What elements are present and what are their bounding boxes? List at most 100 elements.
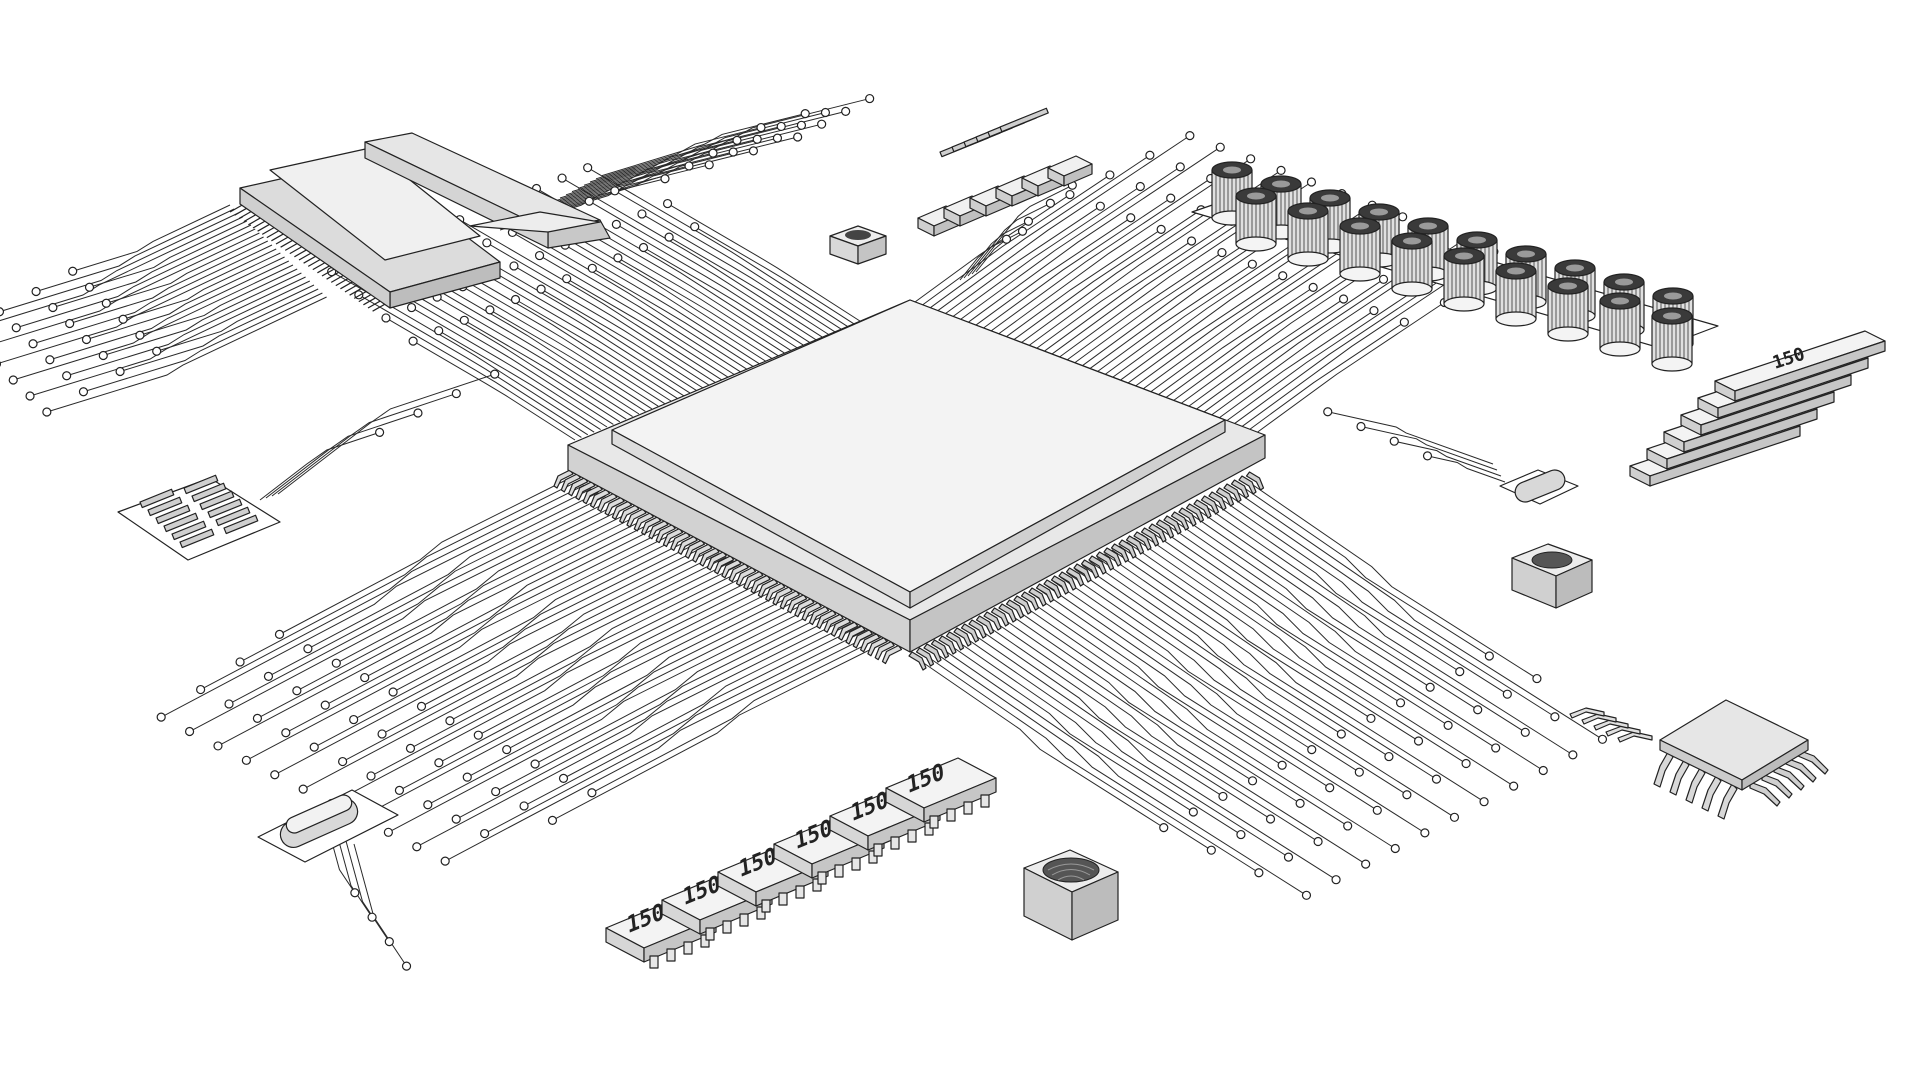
trace: [1118, 545, 1372, 719]
capacitor: [1547, 277, 1589, 342]
trace-pad: [530, 759, 540, 769]
trace-pad: [1017, 226, 1028, 236]
resistor-package: 150: [717, 841, 829, 913]
trace-pad: [235, 657, 245, 667]
trace-pad: [473, 730, 483, 740]
trace: [488, 275, 685, 397]
trace: [1203, 259, 1424, 413]
trace-pad: [704, 160, 714, 170]
qfp-lead: [787, 594, 808, 614]
soic-lead: [1773, 765, 1805, 791]
trace: [919, 650, 1212, 851]
qfp-lead: [930, 639, 950, 659]
trace-pad: [1065, 189, 1075, 200]
qfp-lead: [1080, 559, 1100, 579]
qfp-lead: [553, 469, 574, 489]
trace: [911, 654, 1165, 829]
trace-pad: [684, 161, 694, 171]
capacitor: [1495, 262, 1537, 327]
trace: [617, 257, 781, 358]
trace: [467, 596, 805, 778]
trace-pad: [350, 888, 360, 898]
qfp-lead: [1185, 503, 1205, 523]
trace: [1229, 486, 1603, 740]
trace-pad: [338, 756, 348, 767]
trace: [990, 178, 1211, 332]
trace-pad: [1389, 436, 1399, 446]
smd-array-left: [117, 474, 281, 561]
trace-pad: [440, 856, 450, 866]
trace: [435, 263, 665, 405]
qfp-lead: [1155, 519, 1175, 539]
trace-pad: [800, 109, 810, 119]
trace-pad: [1422, 451, 1433, 461]
trace-pad: [434, 758, 444, 768]
trace: [46, 296, 327, 413]
trace-pad: [1283, 852, 1294, 862]
trace-pad: [793, 132, 803, 142]
trace-pad: [0, 307, 5, 317]
trace: [1043, 220, 1232, 352]
trace: [13, 264, 294, 381]
trace-pad: [412, 842, 422, 852]
trace-pad: [451, 814, 461, 824]
qfp-lead: [692, 543, 713, 563]
trace-pad: [1402, 790, 1412, 800]
trace-pad: [1484, 651, 1494, 661]
trace-pad: [459, 315, 469, 325]
trace: [1222, 490, 1556, 718]
smd-cell: [147, 496, 183, 517]
trace: [1241, 251, 1495, 428]
smd-cell: [139, 488, 175, 509]
trace: [614, 190, 845, 332]
trace-pad: [1095, 201, 1105, 211]
trace-pad: [1307, 745, 1317, 755]
trace-pad: [748, 146, 759, 156]
trace-pad: [1443, 720, 1453, 730]
trace: [515, 299, 678, 399]
trace: [971, 184, 1073, 275]
trace: [217, 517, 649, 747]
trace: [1170, 518, 1544, 771]
trace-pad: [482, 238, 492, 248]
trace: [122, 252, 281, 320]
qfp-lead: [779, 590, 800, 610]
trace: [1135, 255, 1323, 387]
qfp-lead: [1118, 539, 1137, 559]
trace: [342, 556, 727, 762]
trace-pad: [1301, 890, 1312, 900]
trace-pad: [1308, 282, 1318, 292]
trace-pad: [1175, 162, 1185, 172]
trace-pad: [292, 686, 302, 696]
qfp-lead: [1140, 527, 1160, 547]
resistor-package: [1047, 155, 1093, 187]
trace: [1096, 557, 1390, 758]
trace: [1207, 498, 1461, 673]
trace-pad: [583, 163, 593, 173]
qfp-lead: [728, 563, 749, 583]
trace: [1327, 411, 1494, 465]
trace: [478, 578, 770, 736]
capacitor: [1651, 307, 1693, 372]
trace-pad: [331, 658, 341, 668]
trace: [86, 256, 285, 340]
trace-pad: [1399, 317, 1409, 327]
smd-top-cells: [939, 107, 1049, 158]
trace-pad: [1461, 758, 1471, 769]
trace: [1173, 247, 1394, 402]
trace-pad: [519, 801, 529, 811]
qfp-lead: [662, 527, 684, 548]
trace: [1037, 588, 1330, 789]
trace: [941, 638, 1194, 813]
qfp-lead: [867, 637, 888, 657]
trace-pad: [1023, 216, 1034, 226]
trace: [667, 203, 864, 324]
trace: [929, 154, 1151, 309]
trace-pad: [491, 786, 501, 797]
trace: [1051, 201, 1272, 355]
trace-pad: [28, 339, 38, 349]
qfp-lead: [1058, 571, 1077, 591]
trace-pad: [1425, 682, 1435, 692]
qfp-lead: [1095, 551, 1115, 571]
